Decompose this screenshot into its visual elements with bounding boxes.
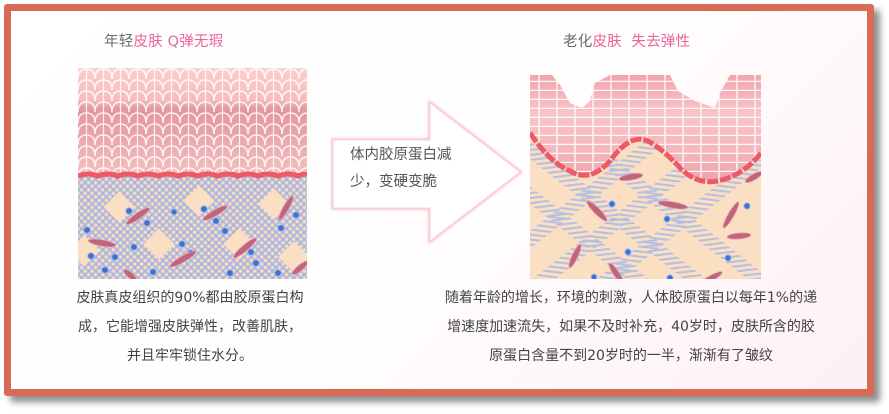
aged-skin-illustration <box>530 73 761 279</box>
title-prefix: 老化 <box>563 34 593 50</box>
title-highlight: 皮肤 Q弹无瑕 <box>133 34 224 50</box>
description-line: 增速度加速流失，如果不及时补充，40岁时，皮肤所含的胶 <box>447 319 815 335</box>
description-line: 随着年龄的增长，环境的刺激，人体胶原蛋白以每年1%的递 <box>444 290 818 306</box>
description-line: 成，它能增强皮肤弹性，改善肌肤， <box>78 319 302 335</box>
arrow-caption-line: 少，变硬变脆 <box>350 174 437 190</box>
arrow-caption: 体内胶原蛋白减 少，变硬变脆 <box>350 142 480 196</box>
right-arrow-icon <box>331 100 523 245</box>
description-line: 并且牢牢锁住水分。 <box>127 348 253 364</box>
young-skin-title: 年轻皮肤 Q弹无瑕 <box>104 30 223 51</box>
arrow-caption-line: 体内胶原蛋白减 <box>350 147 452 163</box>
aged-skin-description: 随着年龄的增长，环境的刺激，人体胶原蛋白以每年1%的递 增速度加速流失，如果不及… <box>418 284 844 371</box>
young-skin-description: 皮肤真皮组织的90%都由胶原蛋白构 成，它能增强皮肤弹性，改善肌肤， 并且牢牢锁… <box>40 284 340 371</box>
description-line: 原蛋白含量不到20岁时的一半，渐渐有了皱纹 <box>489 348 773 364</box>
title-highlight: 皮肤 失去弹性 <box>592 34 691 50</box>
young-skin-illustration <box>78 68 307 279</box>
description-line: 皮肤真皮组织的90%都由胶原蛋白构 <box>76 290 304 306</box>
aged-skin-title: 老化皮肤 失去弹性 <box>563 30 690 51</box>
title-prefix: 年轻 <box>104 34 134 50</box>
